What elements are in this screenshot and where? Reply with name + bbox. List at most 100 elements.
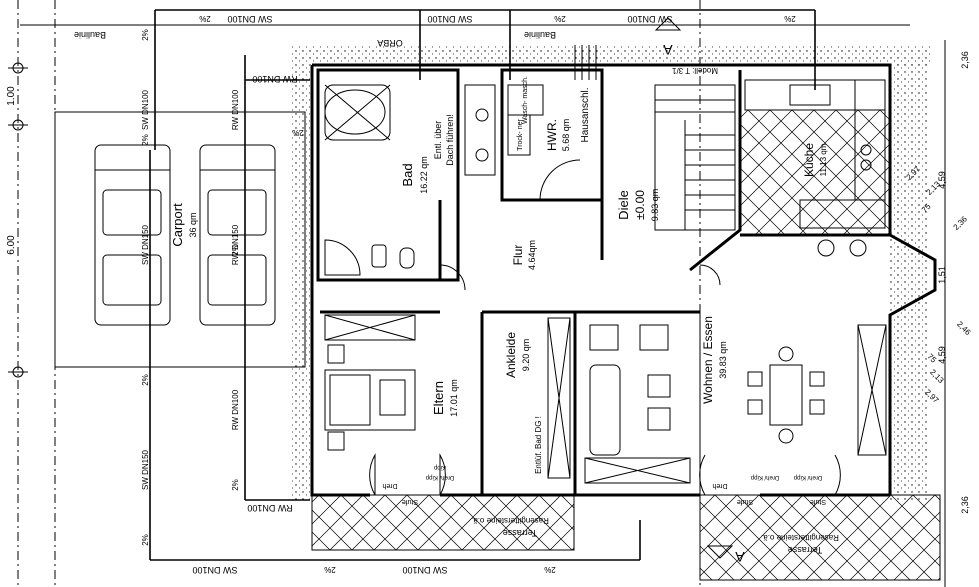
kitchen-floor-tiles	[740, 110, 890, 235]
room-flur-name: Flur	[511, 245, 525, 266]
bath-fixtures	[324, 84, 496, 276]
terrace-west	[311, 494, 575, 551]
slope-1: 2%	[199, 14, 211, 23]
door-swings	[369, 264, 841, 496]
slope-12: 2%	[231, 479, 240, 491]
room-hwr-name: HWR.	[545, 119, 559, 151]
window-labels: Stufe Stufe Stufe Dreh Dreh Dreh/ Kipp D…	[382, 464, 826, 505]
baulinie-right: Baulinie	[524, 30, 556, 40]
room-ankleide-area: 9.20 qm	[521, 339, 531, 372]
window-drehkipp-2: Dreh/ Kipp	[750, 474, 779, 480]
room-eltern-name: Eltern	[431, 381, 446, 415]
pipe-label-rw-dn100-left: RW DN100	[231, 89, 240, 130]
section-markers: A A	[654, 17, 745, 565]
gravel-strip-east	[888, 60, 928, 500]
grid-axes	[8, 0, 946, 587]
bedroom-furniture	[324, 314, 416, 451]
dim-2-36-bottom: 2,36	[960, 496, 970, 514]
slope-8: 2%	[324, 565, 336, 574]
pipe-label-sw-dn100-top-2: SW DN100	[427, 14, 472, 24]
section-arrow-bottom	[706, 545, 734, 559]
dim-2-36-mid: 2,36	[952, 214, 970, 232]
slope-2: 2%	[554, 14, 566, 23]
pipe-label-rw-dn100-top: RW DN100	[252, 74, 297, 84]
car-left	[94, 144, 171, 326]
room-bad-area: 16.22 qm	[419, 156, 429, 194]
slope-7: 2%	[141, 534, 150, 546]
staircase	[654, 84, 736, 231]
orba-label: ORBA	[377, 38, 403, 48]
room-carport-area: 36 qm	[188, 212, 198, 237]
slope-3: 2%	[784, 14, 796, 23]
slope-11: 2%	[292, 128, 304, 137]
dim-2-13-bottom: 2,13	[928, 368, 946, 386]
pipe-label-rw-dn100-mid: RW DN100	[231, 389, 240, 430]
window-stufe-right-1: Stufe	[737, 498, 753, 505]
pipe-label-sw-dn150-bottom: SW DN150	[141, 449, 150, 490]
window-dreh-2: Dreh	[712, 482, 727, 489]
pipe-label-sw-dn100-left: SW DN100	[141, 89, 150, 130]
trockner-label: Trock- ner	[517, 119, 524, 151]
terrace-west-material: Rasengittersteine o.ä.	[471, 516, 549, 525]
modell-label: Modell: T 3/1	[671, 66, 718, 75]
slope-10: 2%	[231, 244, 240, 256]
building-walls	[310, 63, 937, 497]
window-stufe-left: Stufe	[402, 498, 418, 505]
room-diele-level: ±0.00	[633, 190, 647, 220]
wardrobe-units	[547, 317, 887, 484]
section-label-top: A	[663, 42, 673, 58]
entl-note-line2: Dach führen!	[445, 114, 455, 166]
dim-1-51: 1,51	[937, 266, 947, 284]
window-drehkipp-1: Dreh/ Kipp	[425, 474, 454, 480]
kitchen-fixtures	[744, 79, 886, 257]
window-kipp-1: Kipp	[433, 464, 446, 470]
dim-6-00: 6.00	[6, 235, 17, 255]
pipe-label-sw-dn100-top: SW DN100	[227, 14, 272, 24]
living-furniture	[589, 324, 825, 456]
room-wohnen-area: 39.83 qm	[718, 341, 728, 379]
slope-9: 2%	[544, 565, 556, 574]
room-carport-name: Carport	[170, 203, 185, 247]
terrace-east	[699, 494, 941, 581]
window-drehkipp-3: Dreh/ Kipp	[793, 474, 822, 480]
room-flur-area: 4.64qm	[527, 240, 537, 270]
pipe-label-sw-dn150-car: SW DN150	[141, 224, 150, 265]
slope-5: 2%	[141, 134, 150, 146]
section-label-bottom: A	[735, 549, 745, 565]
slope-4: 2%	[141, 29, 150, 41]
car-right	[199, 144, 276, 326]
equipment-labels: ORBA Modell: T 3/1	[377, 38, 718, 75]
room-hwr-area: 5.68 qm	[561, 119, 571, 152]
dim-4-59-top: 4,59	[937, 171, 947, 189]
hwr-fixtures	[507, 45, 597, 201]
baulinie-left: Baulinie	[74, 30, 106, 40]
carport-area	[54, 111, 306, 368]
pipe-label-sw-dn100-bottom-1: SW DN100	[192, 565, 237, 575]
room-labels: Bad 16.22 qm Entl. über Dach führen! Tro…	[170, 76, 828, 474]
dim-1-00: 1.00	[6, 86, 17, 106]
window-stufe-right-2: Stufe	[810, 498, 826, 505]
entl-note-line1: Entl. über	[433, 121, 443, 160]
waschmaschine-label: Wasch- masch.	[522, 76, 529, 124]
room-wohnen-name: Wohnen / Essen	[701, 316, 715, 404]
terrace-west-title: Terrasse	[503, 528, 538, 538]
terrace-labels: Terrasse Rasengittersteine o.ä. Terrasse…	[471, 516, 839, 555]
gravel-strip-west	[290, 45, 310, 500]
room-bad-name: Bad	[400, 163, 415, 186]
dim-4-59-bottom: 4,59	[937, 346, 947, 364]
dim-2-36-top: 2,36	[960, 51, 970, 69]
pipe-labels: SW DN100 SW DN100 SW DN100 RW DN100 SW D…	[74, 14, 796, 575]
entlueftung-label: Entlüf. Bad DG !	[534, 416, 543, 474]
room-kueche-name: Küche	[802, 143, 816, 177]
room-ankleide-name: Ankleide	[504, 332, 518, 378]
room-diele-area: 9.83 qm	[650, 189, 660, 222]
slope-6: 2%	[141, 374, 150, 386]
section-arrow-top	[654, 17, 682, 31]
room-kueche-area: 11.13 qm	[819, 143, 828, 176]
pipe-label-sw-dn100-top-3: SW DN100	[627, 14, 672, 24]
pipe-label-rw-dn150-car: RW DN150	[231, 224, 240, 265]
gravel-strip-north	[310, 45, 930, 65]
terrace-east-title: Terrasse	[788, 545, 823, 555]
